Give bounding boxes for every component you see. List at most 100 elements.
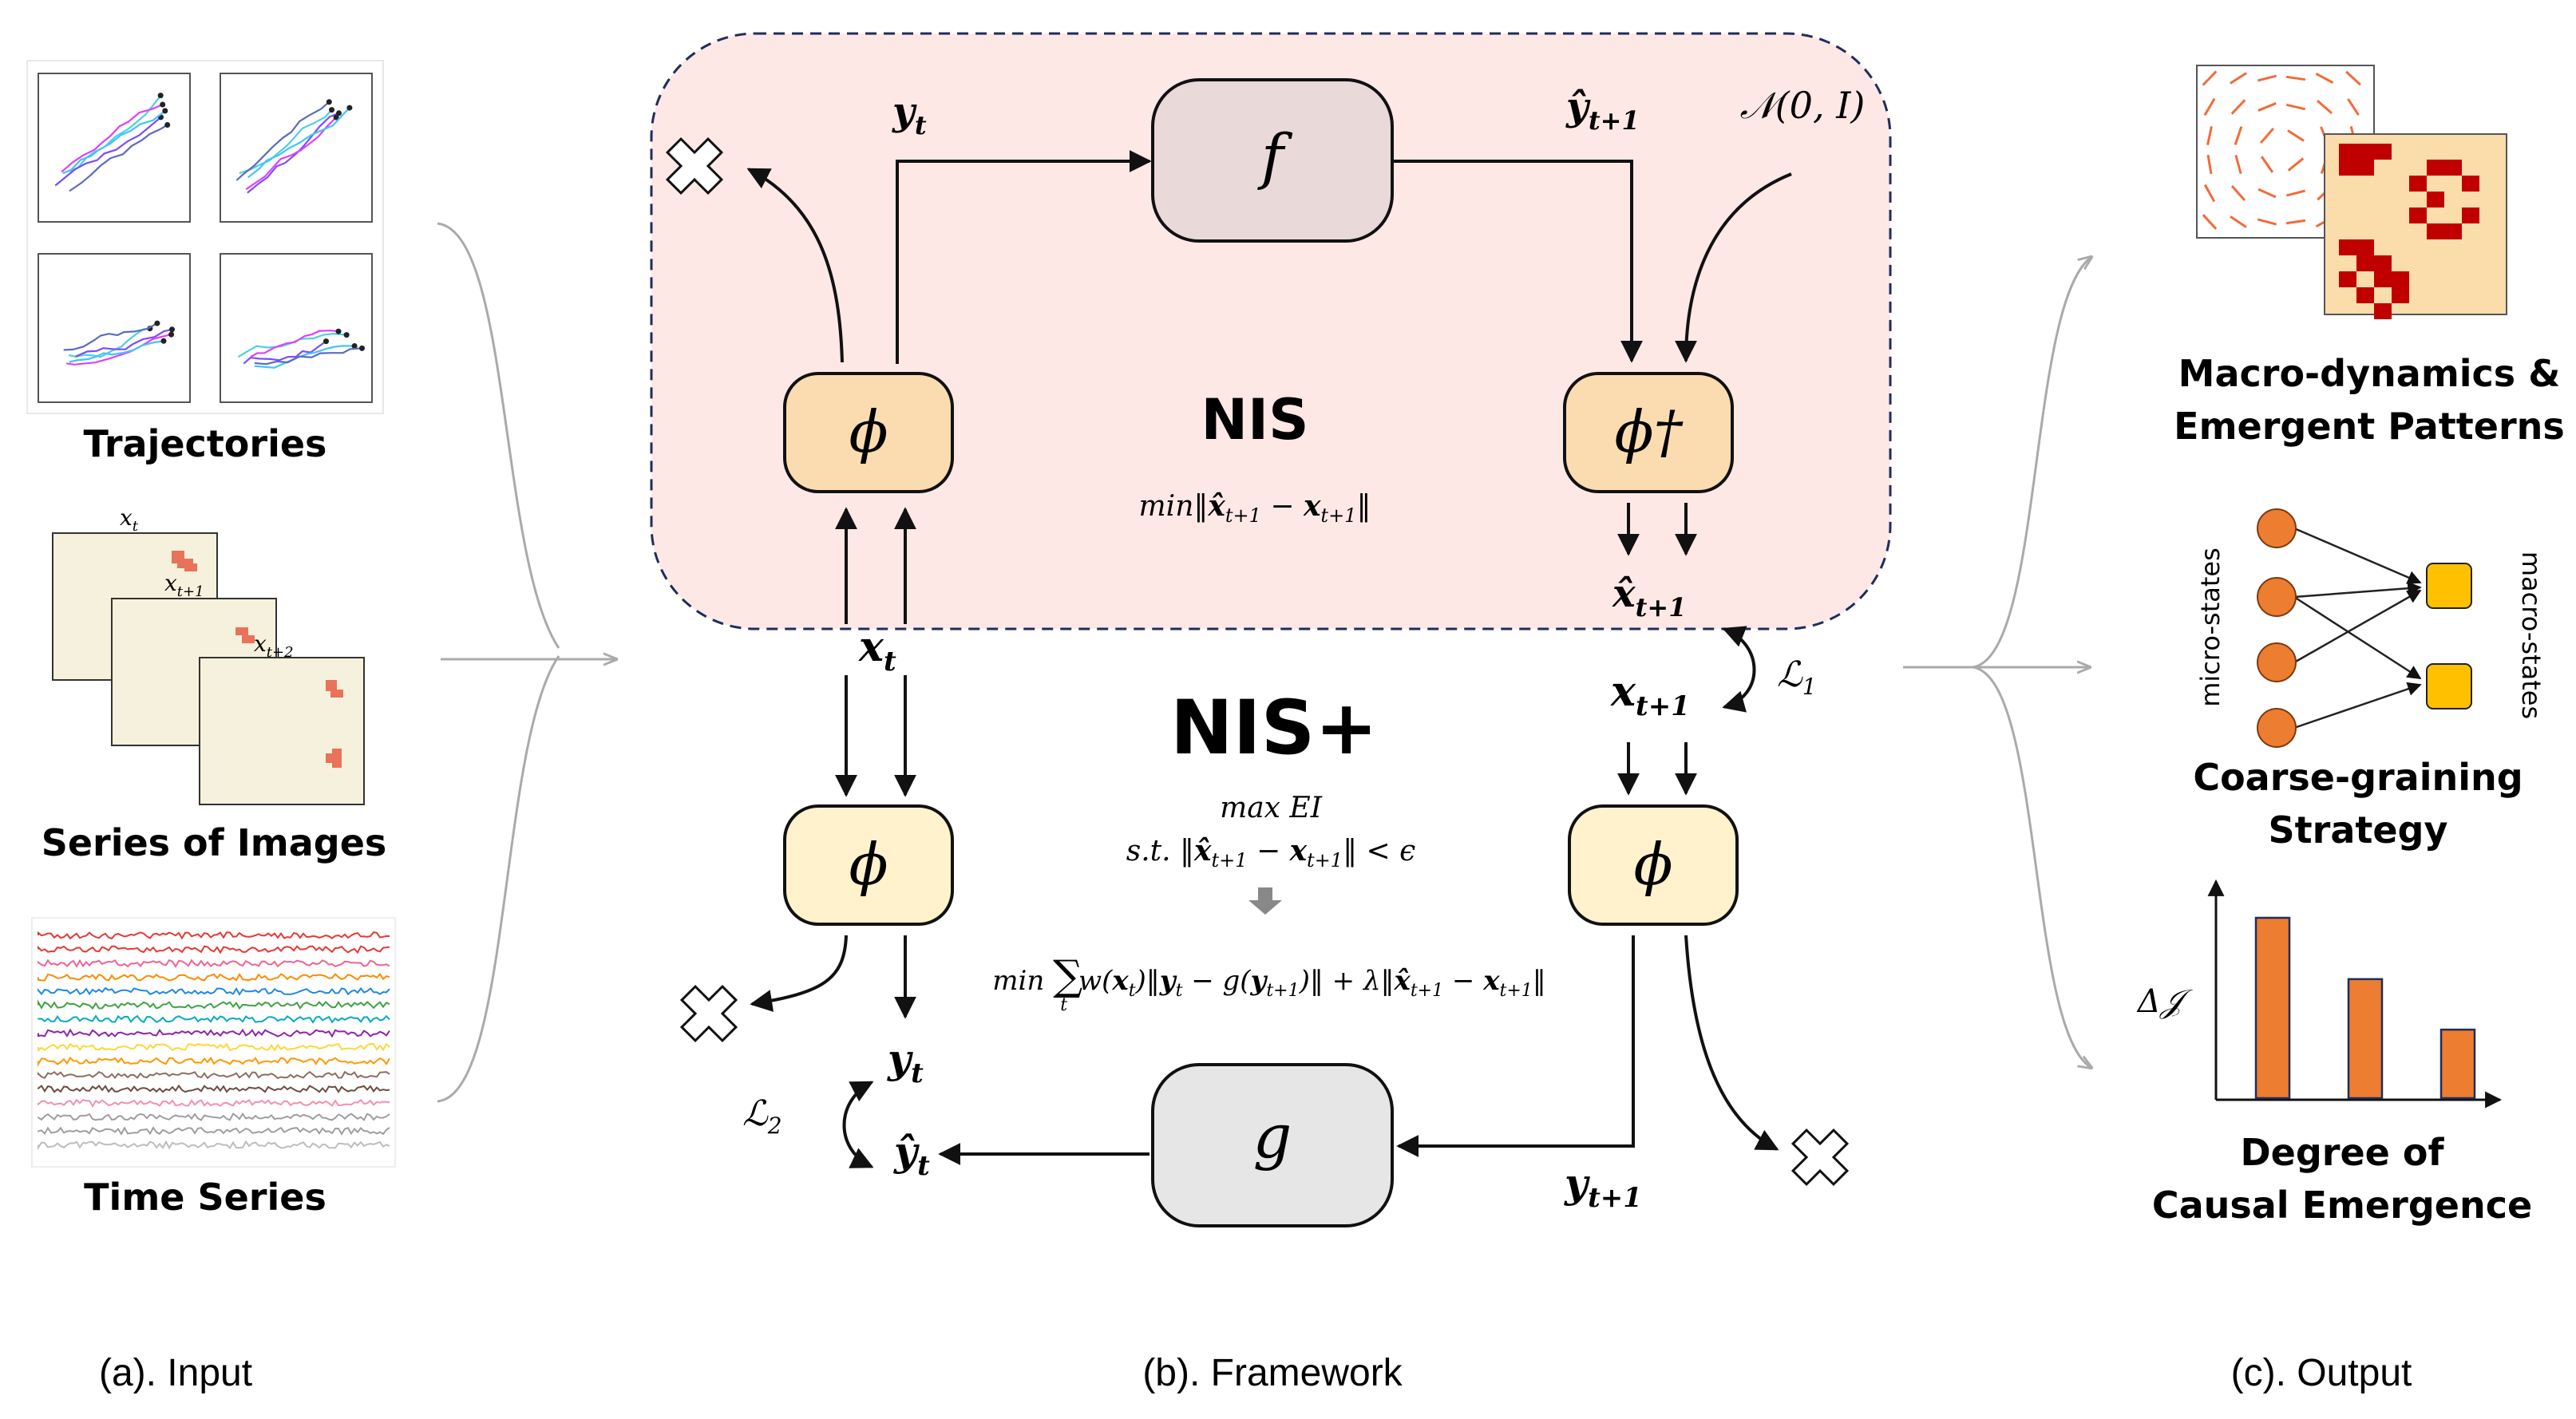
trajectory-endpoint [164,121,171,128]
pattern-cell [2339,160,2356,176]
trajectories-figure [26,60,384,414]
time-series-line [38,1070,390,1080]
nis-arrows [746,150,1792,624]
nisplus-obj-line1: max EI [1220,792,1323,824]
trajectory-path [69,94,162,172]
macro-states-label: macro-states [2516,551,2546,719]
vector-field-arrow [2287,129,2305,142]
trajectory-endpoint [335,110,342,117]
time-series-line [38,931,390,940]
trajectory-path [239,109,333,175]
vector-field-arrow [2257,218,2277,226]
trajectory-panel [220,253,373,403]
vector-field-arrow [2206,125,2213,146]
vector-field-arrow [2315,73,2334,84]
objective-down-arrow [1248,887,1282,915]
vector-field-arrow [2202,214,2218,230]
nis-title: NIS [1201,387,1308,453]
macro-node [2426,663,2472,710]
trajectory-endpoint [154,320,160,326]
pattern-cell [2356,144,2374,160]
input-merge-brace [437,222,616,1103]
label-yt1: yt+1 [1564,1160,1642,1214]
trajectory-path [250,330,339,358]
pattern-cell [2374,144,2392,160]
time-series-line [38,1098,390,1108]
trajectory-endpoint [162,108,168,114]
trajectory-path [69,124,168,192]
emergence-label-1: Degree of [2240,1131,2444,1174]
time-series-line [38,1084,390,1093]
label-yt-top: yt [892,89,927,140]
timeseries-label: Time Series [84,1176,326,1219]
phi-label-top: ϕ [849,398,888,465]
trajectory-endpoint [157,93,164,99]
phi-encoder-top [783,372,954,493]
trajectory-panel [38,253,191,403]
loss1-arrow [1722,626,1756,713]
time-series-line [38,972,390,982]
pattern-cell [2356,287,2374,303]
vector-field-arrow [2257,188,2277,199]
pattern-cell [2339,271,2356,287]
time-series-line [38,945,390,955]
emergence-label-2: Causal Emergence [2152,1184,2532,1227]
vector-field-arrow [2234,155,2242,174]
framework-caption: (b). Framework [1142,1352,1403,1394]
trajectory-path [69,340,164,363]
output-caption: (c). Output [2231,1352,2412,1394]
nisplus-arrows [750,675,1779,1165]
phi-encoder-bottom-right [1568,804,1739,926]
image-label-xt: xt [120,504,139,535]
output-split-brace [1903,257,2091,1068]
trajectory-path [54,117,162,187]
time-series-line [38,1042,390,1052]
trajectory-endpoint [333,114,339,121]
trajectory-endpoint [343,332,350,338]
pattern-cell [2444,223,2462,239]
vector-field-arrow [2230,72,2247,85]
discard-cross-bottom-right [1791,1128,1850,1187]
pattern-cell [2409,208,2427,223]
time-series-line [38,1014,390,1024]
pattern-cell [2409,176,2427,192]
g-label: g [1253,1101,1292,1172]
input-caption: (a). Input [99,1352,252,1394]
image-label-xt2: xt+2 [254,630,294,661]
trajectory-panel [220,73,373,223]
vector-field-arrow [2285,103,2306,111]
macro-label-2: Emergent Patterns [2174,405,2565,448]
pattern-cell [2356,160,2374,176]
vector-field-arrow [2203,97,2216,117]
delta-j-label: Δ𝒥 [2136,983,2194,1020]
vector-field-arrow [2260,156,2274,173]
trajectory-endpoint [359,345,366,351]
trajectory-path [247,107,350,179]
micro-node [2257,577,2297,617]
time-series-line [38,959,390,968]
pattern-cell [2356,255,2374,271]
pattern-cell [2427,192,2444,208]
vector-field-arrow [2285,75,2306,81]
label-xt1: xt+1 [1610,667,1690,722]
time-series-figure [31,917,396,1168]
trajectory-path [65,334,172,366]
pattern-cell [2462,176,2479,192]
time-series-line [38,986,390,996]
trajectory-path [254,347,362,366]
pattern-cell [2427,160,2444,176]
time-series-line [38,1028,390,1038]
trajectory-endpoint [351,342,358,349]
phi-label-bottom-left: ϕ [849,831,888,898]
phi-dagger-label: ϕ† [1614,398,1683,465]
vector-field-arrow [2234,126,2243,145]
trajectory-path [75,328,172,358]
micro-states-label: micro-states [2195,547,2226,707]
image-series-figure: xt xt+1 xt+2 [52,504,365,805]
trajectory-endpoint [329,107,335,113]
time-series-line [38,1140,390,1151]
pattern-cell [2444,160,2462,176]
trajectory-endpoint [160,101,166,108]
emergence-bar [2254,916,2291,1100]
